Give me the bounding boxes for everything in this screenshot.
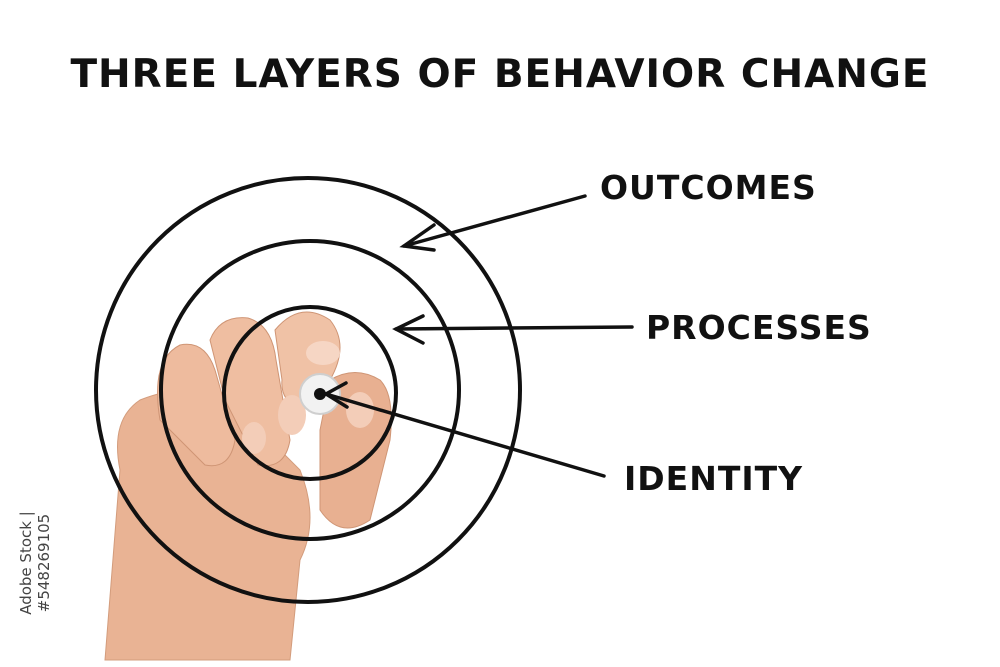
middle-ring-processes xyxy=(159,239,461,541)
arrow-outcomes xyxy=(399,194,587,252)
arrow-identity xyxy=(322,381,606,478)
outer-ring-outcomes xyxy=(94,176,522,604)
label-processes: PROCESSES xyxy=(646,308,872,347)
label-identity: IDENTITY xyxy=(624,459,804,498)
arrow-processes xyxy=(392,314,634,345)
inner-ring-identity xyxy=(222,305,398,481)
page-title: THREE LAYERS OF BEHAVIOR CHANGE xyxy=(70,52,930,97)
stock-watermark: Adobe Stock | #548269105 xyxy=(17,511,53,615)
hand-holding-marker-icon xyxy=(104,311,392,661)
label-outcomes: OUTCOMES xyxy=(600,168,817,207)
